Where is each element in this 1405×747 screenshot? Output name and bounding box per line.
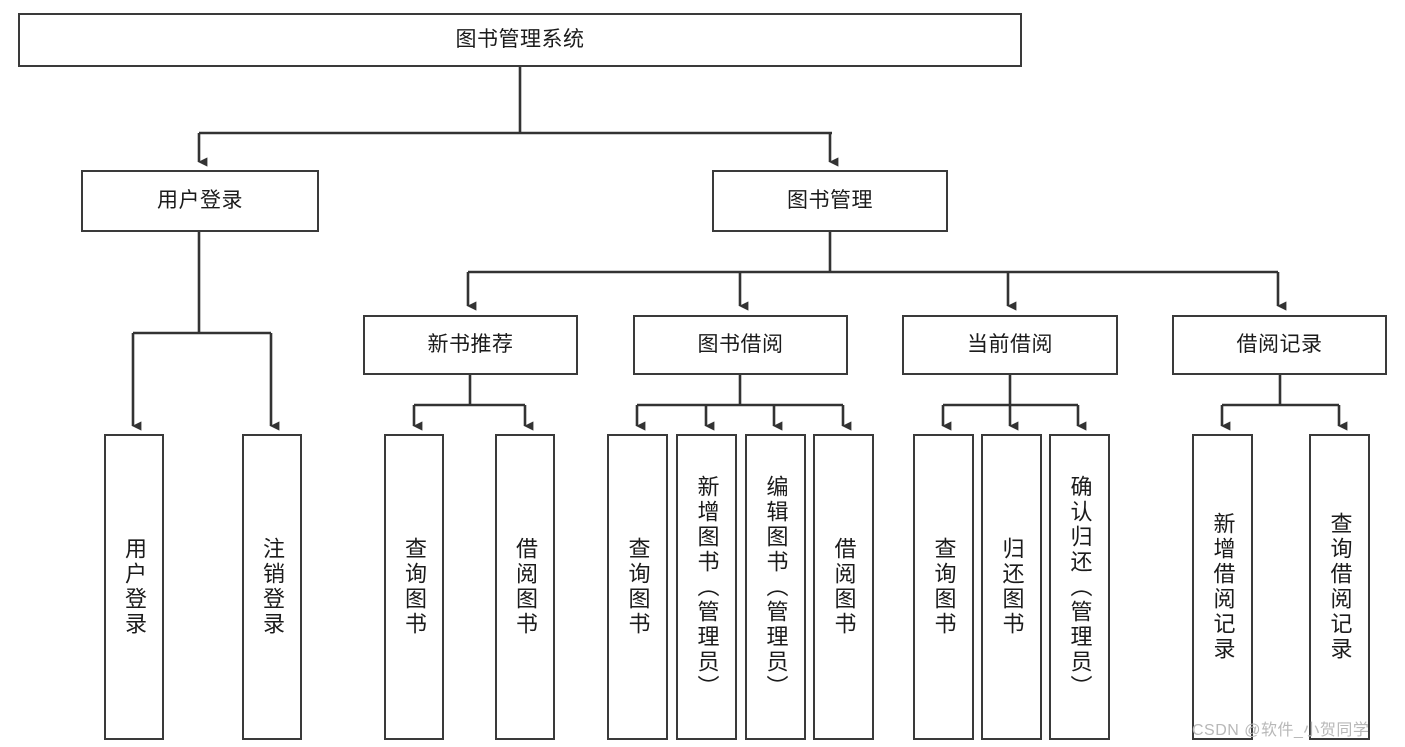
node-label: 图书借阅 (697, 333, 784, 357)
node-book-borrow[interactable]: 图书借阅 (633, 315, 848, 375)
node-label: 新增图书（管理员） (694, 474, 720, 700)
leaf-borrow-edit-book-admin[interactable]: 编辑图书（管理员） (745, 434, 806, 740)
node-label: 确认归还（管理员） (1067, 474, 1093, 700)
leaf-borrow-add-book-admin[interactable]: 新增图书（管理员） (676, 434, 737, 740)
watermark-text: CSDN @软件_小贺同学 (1192, 722, 1370, 739)
node-label: 查询图书 (931, 537, 957, 637)
leaf-records-add-record[interactable]: 新增借阅记录 (1192, 434, 1253, 740)
leaf-borrow-query-book[interactable]: 查询图书 (607, 434, 668, 740)
node-current-borrow[interactable]: 当前借阅 (902, 315, 1118, 375)
node-label: 归还图书 (999, 537, 1025, 637)
node-label: 查询借阅记录 (1327, 512, 1353, 662)
node-label: 用户登录 (122, 537, 147, 637)
node-label: 新增借阅记录 (1210, 512, 1236, 662)
node-label: 图书管理系统 (455, 28, 585, 52)
leaf-borrow-borrow-book[interactable]: 借阅图书 (813, 434, 874, 740)
node-label: 借阅图书 (831, 537, 857, 637)
leaf-new-books-query[interactable]: 查询图书 (384, 434, 444, 740)
leaf-current-return-book[interactable]: 归还图书 (981, 434, 1042, 740)
node-label: 新书推荐 (427, 333, 514, 357)
node-user-login[interactable]: 用户登录 (81, 170, 319, 232)
node-label: 注销登录 (260, 537, 285, 637)
leaf-user-login-login[interactable]: 用户登录 (104, 434, 164, 740)
node-borrow-records[interactable]: 借阅记录 (1172, 315, 1387, 375)
leaf-records-query-record[interactable]: 查询借阅记录 (1309, 434, 1370, 740)
node-label: 借阅图书 (513, 537, 538, 637)
leaf-new-books-borrow[interactable]: 借阅图书 (495, 434, 555, 740)
leaf-current-confirm-return-admin[interactable]: 确认归还（管理员） (1049, 434, 1110, 740)
node-label: 当前借阅 (967, 333, 1053, 357)
node-label: 用户登录 (157, 189, 243, 213)
node-label: 图书管理 (787, 189, 873, 213)
node-root-system[interactable]: 图书管理系统 (18, 13, 1022, 67)
node-new-book-recommend[interactable]: 新书推荐 (363, 315, 578, 375)
node-label: 借阅记录 (1236, 333, 1323, 357)
node-book-management[interactable]: 图书管理 (712, 170, 948, 232)
node-label: 编辑图书（管理员） (763, 474, 789, 700)
leaf-current-query-book[interactable]: 查询图书 (913, 434, 974, 740)
node-label: 查询图书 (402, 537, 427, 637)
node-label: 查询图书 (625, 537, 651, 637)
leaf-user-login-logout[interactable]: 注销登录 (242, 434, 302, 740)
